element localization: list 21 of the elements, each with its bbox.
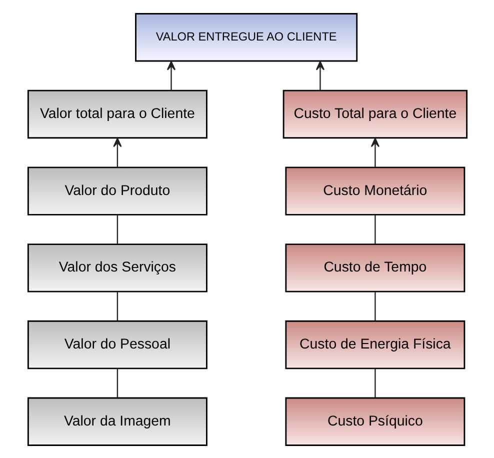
- node-box: Valor do Pessoal: [26, 320, 207, 369]
- arrow: [166, 60, 176, 90]
- node-box: Custo de Tempo: [284, 243, 465, 292]
- node-box: Valor do Produto: [26, 166, 207, 215]
- connector: [116, 214, 118, 244]
- node-box: Custo Monetário: [284, 166, 465, 215]
- node-box: Valor total para o Cliente: [26, 89, 207, 138]
- node-box: Valor da Imagem: [26, 396, 207, 446]
- connector: [374, 214, 376, 244]
- connector: [116, 292, 118, 320]
- node-box: VALOR ENTREGUE AO CLIENTE: [134, 12, 358, 62]
- node-box: Custo Psíquico: [284, 396, 465, 446]
- node-box: Valor dos Serviços: [26, 243, 207, 292]
- arrow: [370, 137, 379, 167]
- node-box: Custo de Energia Física: [284, 320, 465, 369]
- connector: [116, 368, 118, 398]
- arrow: [112, 137, 122, 167]
- connector: [374, 292, 376, 320]
- arrow: [315, 60, 324, 90]
- connector: [374, 368, 376, 398]
- node-box: Custo Total para o Cliente: [282, 89, 468, 138]
